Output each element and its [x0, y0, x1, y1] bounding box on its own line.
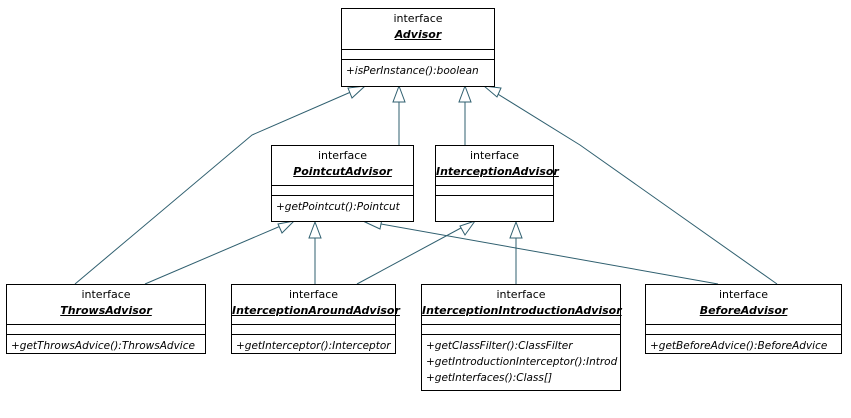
operation: +getPointcut():Pointcut	[276, 201, 400, 213]
class-header: interface InterceptionIntroductionAdviso…	[422, 285, 622, 324]
arrowhead	[509, 220, 523, 239]
class-name: InterceptionIntroductionAdvisor	[422, 304, 622, 317]
class-name: BeforeAdvisor	[699, 304, 788, 317]
stereotype-label: interface	[496, 288, 546, 301]
class-header: interface PointcutAdvisor	[272, 146, 413, 185]
class-header: interface BeforeAdvisor	[646, 285, 841, 324]
class-name: InterceptionAroundAdvisor	[232, 304, 400, 317]
attributes-compartment	[646, 324, 841, 334]
stereotype-label: interface	[469, 149, 520, 162]
arrowhead	[347, 85, 367, 99]
class-pointcut-advisor[interactable]: interface PointcutAdvisor +getPointcut()…	[271, 145, 414, 222]
edge-throws-to-pointcut	[144, 221, 291, 285]
arrowhead	[458, 84, 472, 103]
operations-compartment: +getInterceptor():Interceptor	[232, 334, 395, 357]
stereotype-label: interface	[81, 288, 131, 301]
class-name: PointcutAdvisor	[293, 165, 392, 178]
attributes-compartment	[342, 49, 494, 59]
operation: +getBeforeAdvice():BeforeAdvice	[650, 340, 828, 352]
stereotype-label: interface	[718, 288, 769, 301]
edge-before-to-pointcut	[369, 221, 719, 285]
class-interception-around-advisor[interactable]: interface InterceptionAroundAdvisor +get…	[231, 284, 400, 357]
class-name: ThrowsAdvisor	[60, 304, 152, 317]
operation: +getIntroductionInterceptor():Introd	[426, 356, 618, 368]
class-header: interface InterceptionAdvisor	[436, 146, 559, 185]
operation: +getInterceptor():Interceptor	[236, 340, 391, 352]
class-header: interface InterceptionAroundAdvisor	[232, 285, 400, 324]
class-interception-introduction-advisor[interactable]: interface InterceptionIntroductionAdviso…	[421, 284, 622, 391]
arrowhead	[277, 220, 296, 234]
operations-compartment: +isPerInstance():boolean	[342, 59, 494, 82]
stereotype-label: interface	[393, 12, 443, 25]
class-throws-advisor[interactable]: interface ThrowsAdvisor +getThrowsAdvice…	[6, 284, 206, 354]
attributes-compartment	[422, 324, 620, 334]
class-header: interface Advisor	[342, 9, 494, 49]
class-name: InterceptionAdvisor	[436, 165, 559, 178]
attributes-compartment	[7, 324, 205, 334]
operations-compartment: +getClassFilter():ClassFilter +getIntrod…	[422, 334, 620, 389]
arrowhead	[482, 85, 502, 98]
operation: +isPerInstance():boolean	[346, 65, 479, 77]
operations-compartment	[436, 195, 553, 196]
arrowhead	[392, 84, 406, 103]
arrowhead	[308, 220, 322, 239]
operations-compartment: +getBeforeAdvice():BeforeAdvice	[646, 334, 841, 357]
edge-throws-to-advisor	[74, 87, 361, 285]
class-header: interface ThrowsAdvisor	[7, 285, 205, 324]
operations-compartment: +getPointcut():Pointcut	[272, 195, 413, 218]
operation: +getClassFilter():ClassFilter	[426, 340, 573, 352]
operations-compartment: +getThrowsAdvice():ThrowsAdvice	[7, 334, 205, 357]
arrowhead	[459, 220, 477, 236]
attributes-compartment	[272, 185, 413, 195]
class-advisor[interactable]: interface Advisor +isPerInstance():boole…	[341, 8, 495, 87]
operation: +getInterfaces():Class[]	[426, 372, 553, 384]
attributes-compartment	[436, 185, 553, 195]
stereotype-label: interface	[288, 288, 339, 301]
edge-around-to-interception	[356, 221, 473, 285]
class-before-advisor[interactable]: interface BeforeAdvisor +getBeforeAdvice…	[645, 284, 842, 354]
class-interception-advisor[interactable]: interface InterceptionAdvisor	[435, 145, 559, 222]
class-name: Advisor	[394, 28, 442, 41]
edge-before-to-advisor	[487, 87, 778, 285]
operation: +getThrowsAdvice():ThrowsAdvice	[11, 340, 195, 352]
attributes-compartment	[232, 324, 395, 334]
stereotype-label: interface	[317, 149, 368, 162]
